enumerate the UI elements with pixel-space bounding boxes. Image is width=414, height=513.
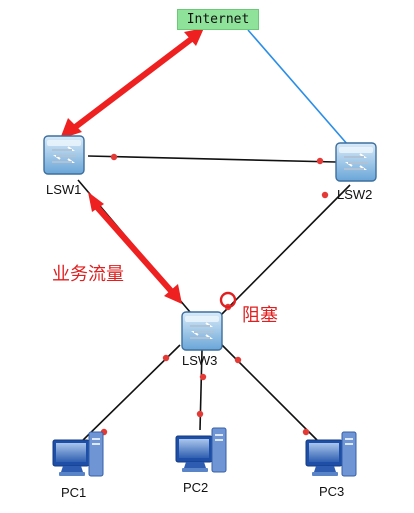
link-lsw1-lsw2 (87, 155, 337, 163)
pc-icon-pc2[interactable] (175, 427, 227, 473)
pc-icon-pc3[interactable] (305, 431, 357, 477)
pc-label-pc1: PC1 (61, 485, 87, 500)
port-dot (316, 157, 324, 165)
block-ring (219, 291, 237, 309)
link-lsw3-pc1 (77, 344, 181, 446)
switch-label-lsw1: LSW1 (46, 182, 82, 197)
traffic-arrow-lsw1-lsw3 (88, 192, 182, 304)
switch-label-lsw2: LSW2 (337, 187, 373, 202)
port-dot (162, 354, 170, 362)
traffic-flow-annotation: 业务流量 (52, 264, 124, 285)
port-dot (110, 153, 118, 161)
link-internet-lsw2 (247, 29, 349, 146)
blocked-annotation: 阻塞 (242, 305, 278, 326)
port-dot (321, 191, 329, 199)
pc-icon-pc1[interactable] (52, 431, 104, 477)
port-dot (302, 428, 310, 436)
link-lsw2-lsw3 (217, 184, 351, 319)
switch-icon-lsw1[interactable] (43, 135, 85, 175)
switch-icon-lsw2[interactable] (335, 142, 377, 182)
port-dots (100, 153, 329, 436)
port-dot (234, 356, 242, 364)
switch-icon-lsw3[interactable] (181, 311, 223, 351)
switch-label-lsw3: LSW3 (182, 353, 218, 368)
internet-node-label: Internet (177, 9, 259, 30)
pc-label-pc3: PC3 (319, 484, 345, 499)
pc-label-pc2: PC2 (183, 480, 209, 495)
port-dot (196, 410, 204, 418)
traffic-arrow-internet-lsw1 (60, 28, 204, 139)
port-dot (199, 373, 207, 381)
